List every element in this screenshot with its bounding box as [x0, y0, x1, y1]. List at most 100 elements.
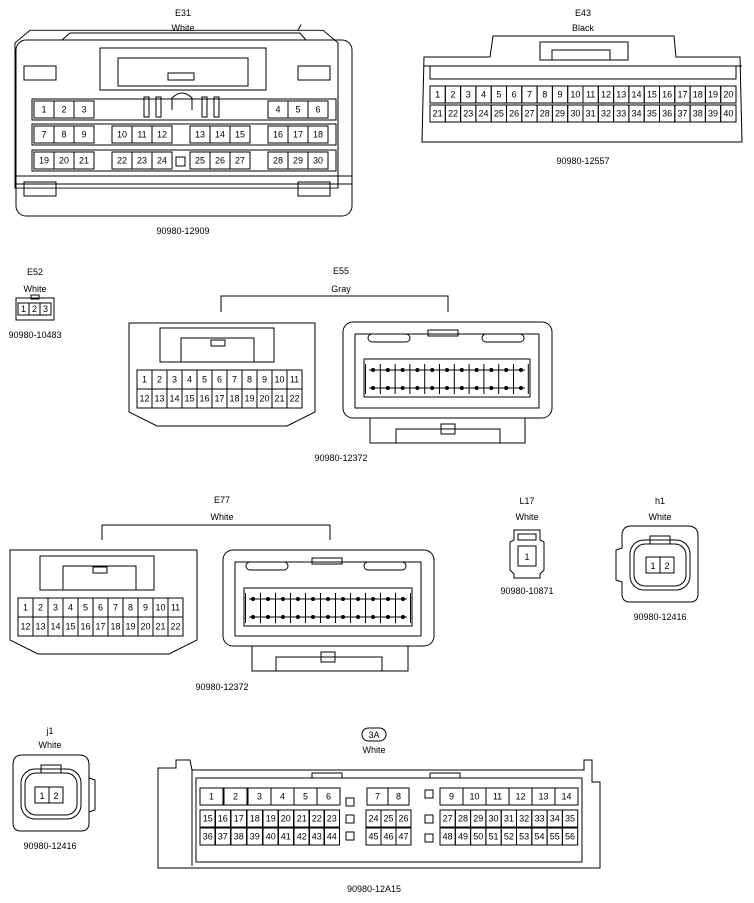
l17-lock: [517, 533, 537, 541]
male-terminal: [385, 368, 390, 372]
pin-cell: 4: [267, 100, 289, 119]
pin-cell: 5: [77, 597, 94, 618]
pin-number: 52: [504, 832, 514, 842]
pin-cell: 30: [567, 104, 584, 123]
pin-cell: 26: [395, 809, 412, 828]
pin-cell: 7: [521, 85, 538, 104]
c3a-tab-a: [311, 772, 343, 779]
pin-number: 3: [81, 105, 86, 115]
pin-cell: 27: [521, 104, 538, 123]
pin-cell: 9: [551, 85, 569, 104]
pin-cell: 14: [628, 85, 645, 104]
pin-cell: 20: [53, 151, 75, 170]
pin-number: 1: [23, 603, 28, 613]
e55-key: [427, 329, 459, 337]
pin-cell-box: [395, 809, 412, 828]
pin-cell: 5: [287, 100, 309, 119]
e31-top-ridge: [61, 32, 307, 41]
e52-id: E52: [27, 267, 43, 277]
e55-housing-female: [128, 322, 316, 427]
pin-cell: 8: [387, 787, 410, 806]
pin-cell: 14: [166, 388, 183, 409]
pin-cell-box: [307, 100, 329, 119]
pin-number: 19: [266, 814, 276, 824]
e77-lock: [62, 565, 137, 591]
pin-cell: 39: [704, 104, 722, 123]
pin-number: 14: [215, 130, 225, 140]
l17-id: L17: [519, 496, 534, 506]
pin-cell: 29: [470, 809, 487, 828]
pin-cell: 36: [199, 827, 216, 846]
male-terminal: [251, 615, 255, 619]
pin-cell: 21: [271, 388, 288, 409]
male-terminal: [266, 597, 270, 601]
h1-id: h1: [655, 496, 665, 506]
pin-cell: 19: [241, 388, 258, 409]
male-terminal: [281, 615, 285, 619]
male-terminal: [386, 597, 390, 601]
pin-number: 21: [155, 622, 165, 632]
e43-lock: [539, 41, 629, 61]
pin-number: 22: [312, 814, 322, 824]
pin-cell: 40: [262, 827, 279, 846]
pin-number: 4: [280, 792, 285, 802]
pin-number: 2: [157, 375, 162, 385]
pin-cell: 11: [582, 85, 599, 104]
pin-number: 45: [368, 832, 378, 842]
male-terminal: [459, 368, 464, 372]
pin-cell-box: [561, 809, 579, 828]
pin-number: 39: [708, 109, 718, 119]
e31-housing-outline: [15, 39, 353, 217]
pin-cell: 27: [439, 809, 456, 828]
pin-cell: 2: [28, 302, 41, 316]
pin-cell: 28: [454, 809, 472, 828]
pin-cell: 12: [597, 85, 615, 104]
pin-number: 5: [303, 792, 308, 802]
pin-cell: 1: [136, 369, 153, 390]
pin-cell: 24: [475, 104, 492, 123]
pin-cell: 9: [137, 597, 154, 618]
pin-cell: 19: [122, 616, 139, 637]
pin-cell: 4: [181, 369, 198, 390]
pin-cell: 48: [439, 827, 456, 846]
male-terminal: [401, 615, 405, 619]
c3a-shroud: [195, 777, 583, 863]
pin-number: 7: [41, 130, 46, 140]
pin-number: 1: [435, 90, 440, 100]
pin-number: 21: [79, 156, 89, 166]
pin-cell: 14: [47, 616, 64, 637]
e55-male-cavity: [363, 358, 531, 398]
pin-cell: 21: [152, 616, 169, 637]
pin-number: 10: [117, 130, 127, 140]
pin-cell: 1: [17, 597, 34, 618]
male-terminal: [296, 597, 300, 601]
pin-number: 5: [83, 603, 88, 613]
pin-cell: 15: [181, 388, 198, 409]
e31-color: White: [171, 23, 194, 33]
pin-cell: 38: [689, 104, 706, 123]
pin-cell: 7: [366, 787, 389, 806]
pin-cell: 11: [485, 787, 510, 806]
e43-id: E43: [575, 8, 591, 18]
pin-number: 34: [550, 814, 560, 824]
pin-cell: 16: [196, 388, 213, 409]
pin-number: 9: [143, 603, 148, 613]
pin-number: 38: [234, 832, 244, 842]
pin-cell-box: [387, 787, 410, 806]
pin-number: 16: [80, 622, 90, 632]
male-terminal: [430, 386, 435, 390]
pin-cell-box: [39, 302, 52, 316]
pin-number: 34: [632, 109, 642, 119]
pin-number: 51: [489, 832, 499, 842]
e31-latch-left: [23, 65, 57, 81]
pin-cell: 13: [189, 125, 211, 144]
e31-row-frame: [31, 98, 337, 121]
pin-number: 3: [466, 90, 471, 100]
pin-number: 55: [550, 832, 560, 842]
pin-number: 14: [50, 622, 60, 632]
e77-key: [311, 557, 343, 565]
pin-number: 1: [21, 304, 26, 314]
pin-number: 10: [274, 375, 284, 385]
